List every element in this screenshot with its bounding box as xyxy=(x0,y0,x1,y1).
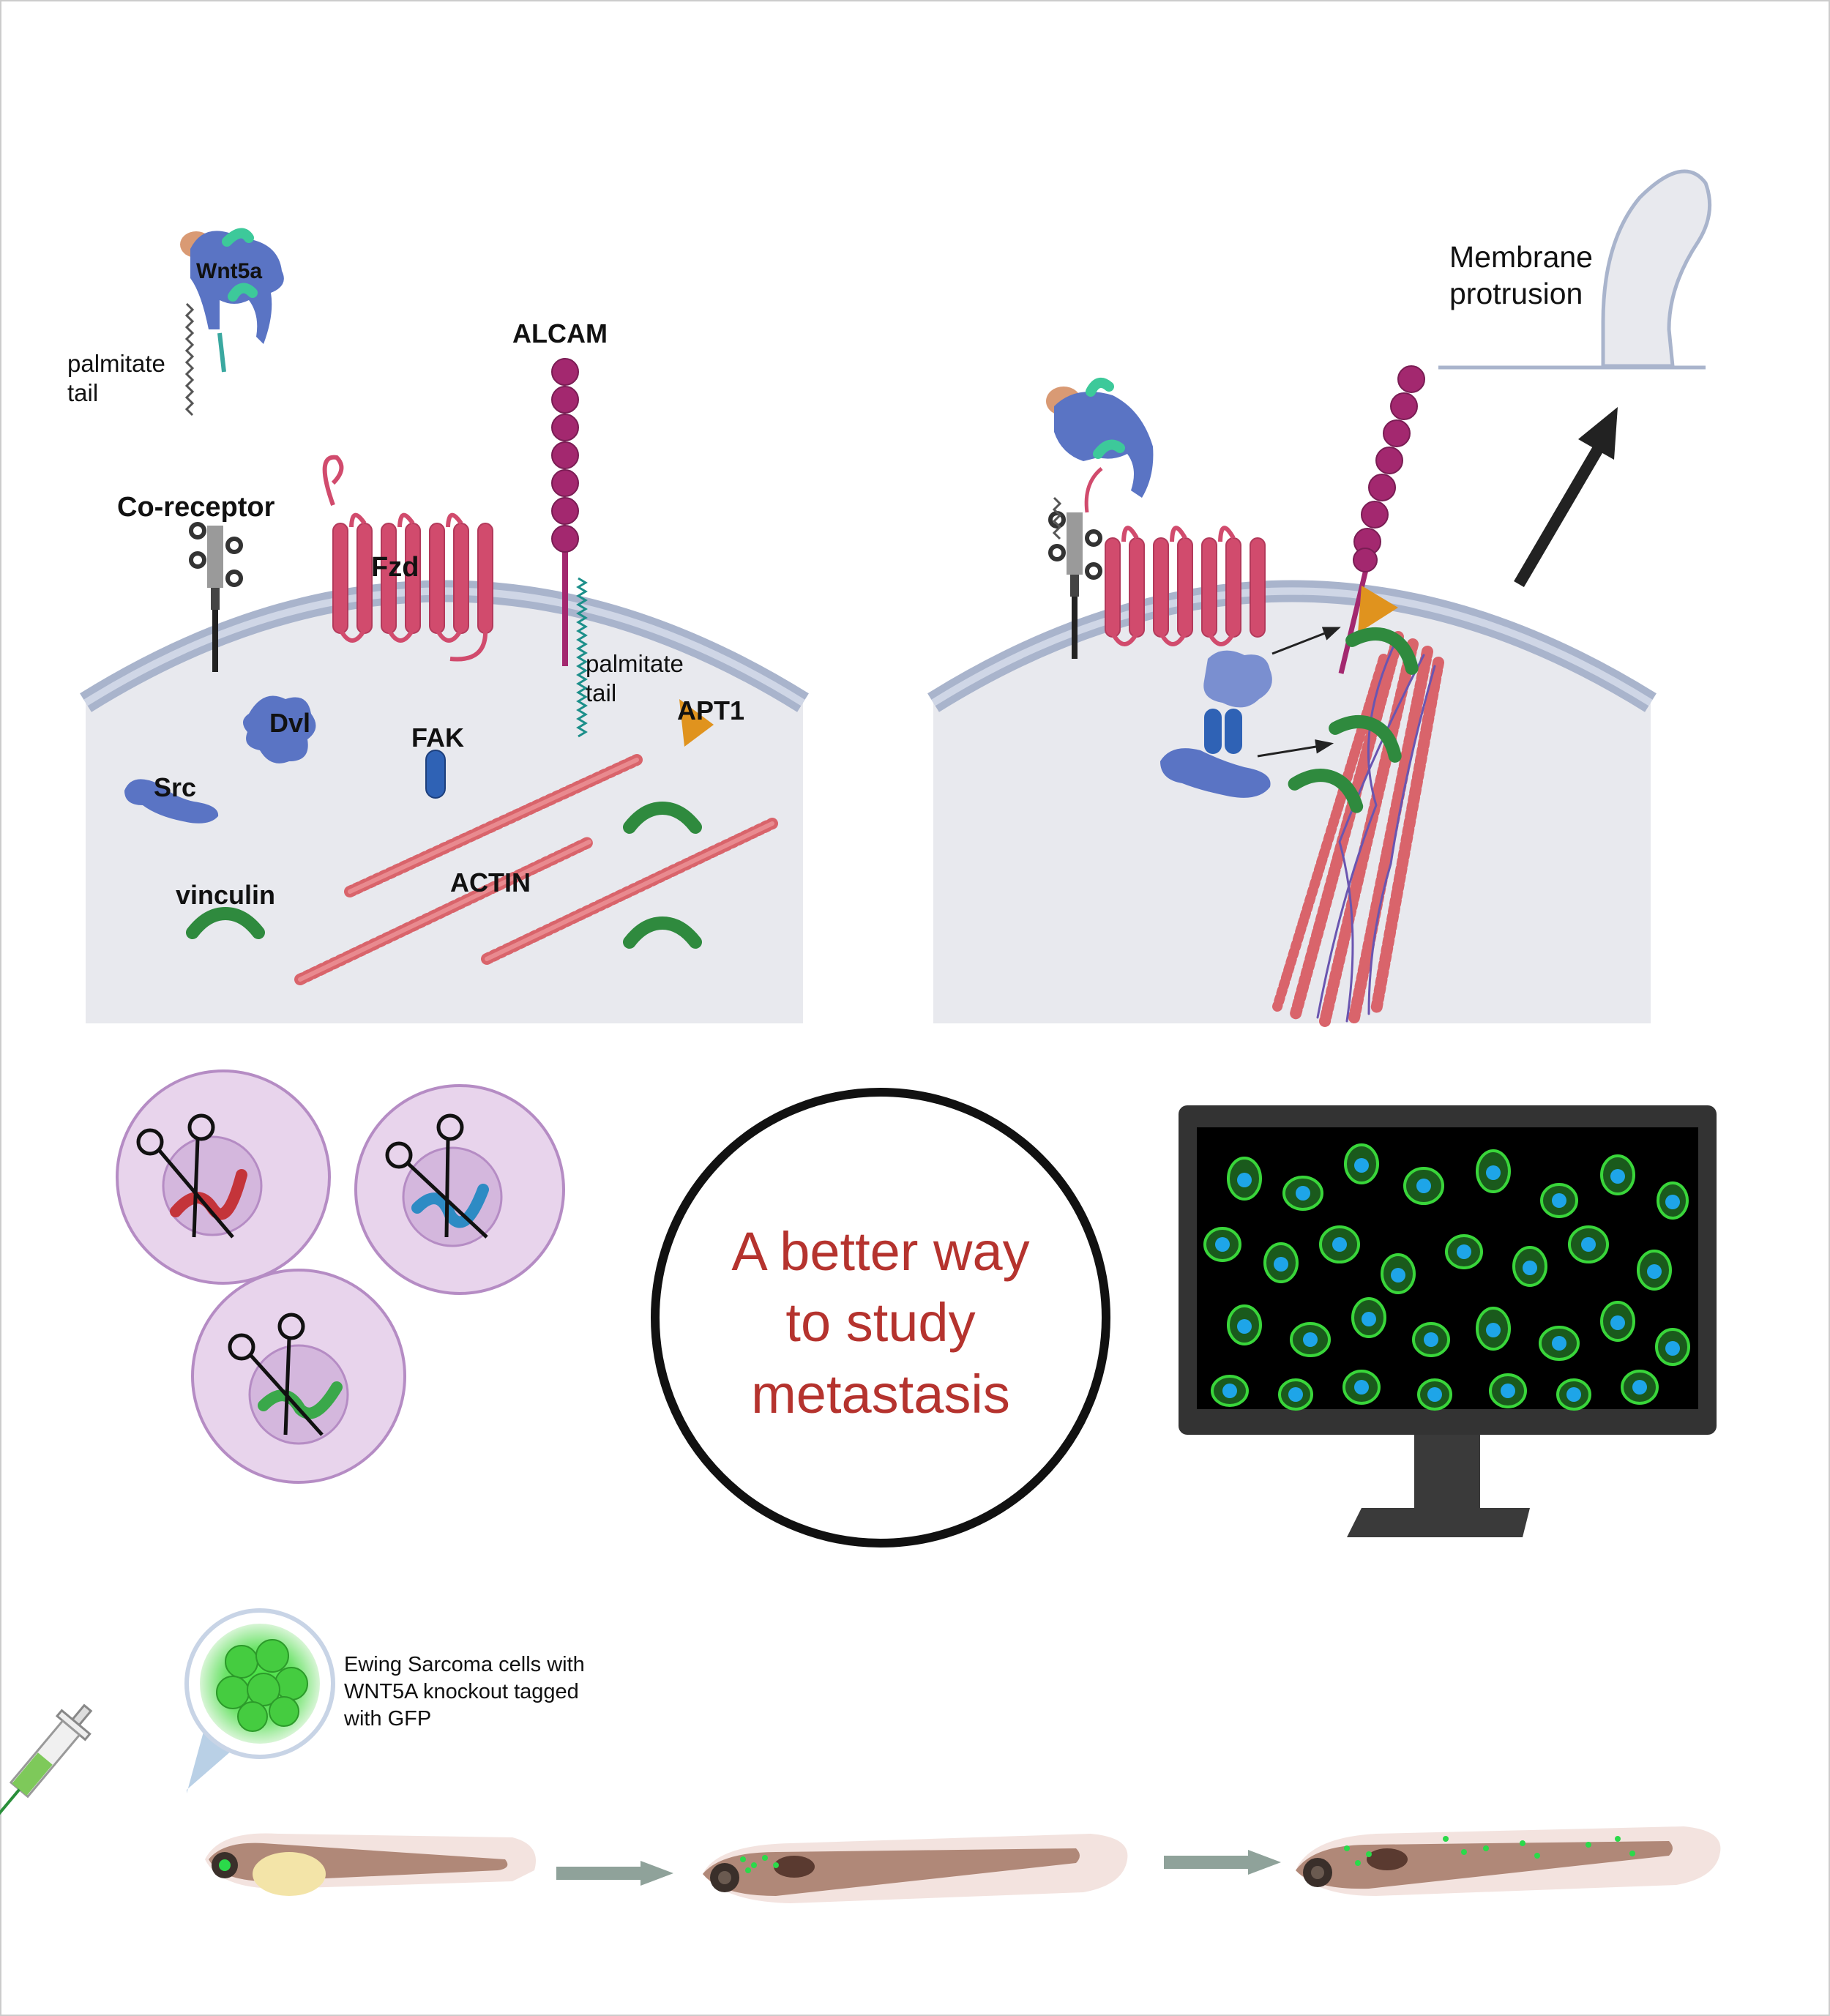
apt1-protein-bound xyxy=(1358,586,1398,633)
membrane-protrusion-label-a: Membrane xyxy=(1449,240,1593,274)
crispr-cell-red xyxy=(116,1069,331,1285)
zebrafish-larva-3 xyxy=(1296,1826,1721,1896)
syringe-icon xyxy=(0,1703,93,1838)
crispr-cells xyxy=(116,1069,565,1484)
signal-arrows xyxy=(1257,627,1341,758)
coreceptor xyxy=(189,522,243,672)
time-arrow-1 xyxy=(556,1861,673,1886)
caption-line-2: WNT5A knockout tagged xyxy=(344,1680,579,1703)
fak-protein-bound xyxy=(1204,709,1242,754)
palmitate-tail-label-2a: palmitate xyxy=(586,650,684,677)
center-message: A better way to study metastasis xyxy=(651,1088,1110,1548)
coreceptor-label: Co-receptor xyxy=(117,492,275,523)
dvl-label: Dvl xyxy=(269,708,310,738)
center-line-3: metastasis xyxy=(751,1364,1010,1425)
apt1-label: APT1 xyxy=(677,695,744,725)
dvl-protein-bound xyxy=(1203,650,1272,708)
caption-line-1: Ewing Sarcoma cells with xyxy=(344,1653,585,1676)
membrane-protrusion xyxy=(1438,169,1712,370)
wnt5a-label: Wnt5a xyxy=(196,259,262,283)
actin-bundle xyxy=(1272,631,1444,1027)
fzd-receptor xyxy=(322,455,493,662)
center-line-1: A better way xyxy=(731,1221,1029,1282)
alcam-label: ALCAM xyxy=(512,318,608,348)
gfp-cells-grid xyxy=(1203,1143,1690,1411)
membrane-protrusion-label-b: protrusion xyxy=(1449,277,1583,310)
alcam-molecule xyxy=(551,358,588,738)
right-cell-panel xyxy=(927,512,1657,1023)
fzd-receptor-bound xyxy=(1105,526,1266,646)
scissors-icon xyxy=(136,1113,488,1436)
fzd-label: Fzd xyxy=(371,552,419,583)
src-protein-bound xyxy=(1160,748,1271,798)
actin-label: ACTIN xyxy=(450,867,531,897)
src-label: Src xyxy=(154,772,196,802)
fak-protein xyxy=(425,750,446,799)
palmitate-tail-label-2b: tail xyxy=(586,679,616,706)
time-arrow-2 xyxy=(1164,1850,1281,1875)
src-protein xyxy=(124,779,219,824)
palmitate-tail-label-1a: palmitate xyxy=(67,350,165,377)
vinculin-label: vinculin xyxy=(176,880,275,910)
monitor-icon xyxy=(1179,1105,1717,1537)
center-line-2: to study xyxy=(785,1292,975,1353)
wnt5a-ligand-bound xyxy=(1046,377,1154,513)
coreceptor-bound xyxy=(1048,496,1102,659)
palmitate-tail-label-1b: tail xyxy=(67,379,98,406)
apt1-protein xyxy=(679,699,714,747)
zebrafish-larva-2 xyxy=(703,1834,1128,1903)
actin-filaments xyxy=(294,754,778,985)
fak-label: FAK xyxy=(411,723,464,753)
crispr-cell-blue xyxy=(354,1084,565,1295)
wnt5a-ligand: Wnt5a xyxy=(180,228,284,417)
gfp-cells-magnified xyxy=(184,1608,335,1793)
zebrafish-larva-1 xyxy=(205,1833,536,1896)
protrusion-arrow xyxy=(1514,407,1618,588)
alcam-molecule-bound xyxy=(1338,365,1425,674)
caption-line-3: with GFP xyxy=(343,1707,431,1731)
dvl-protein xyxy=(242,695,316,764)
crispr-cell-green xyxy=(191,1269,406,1484)
